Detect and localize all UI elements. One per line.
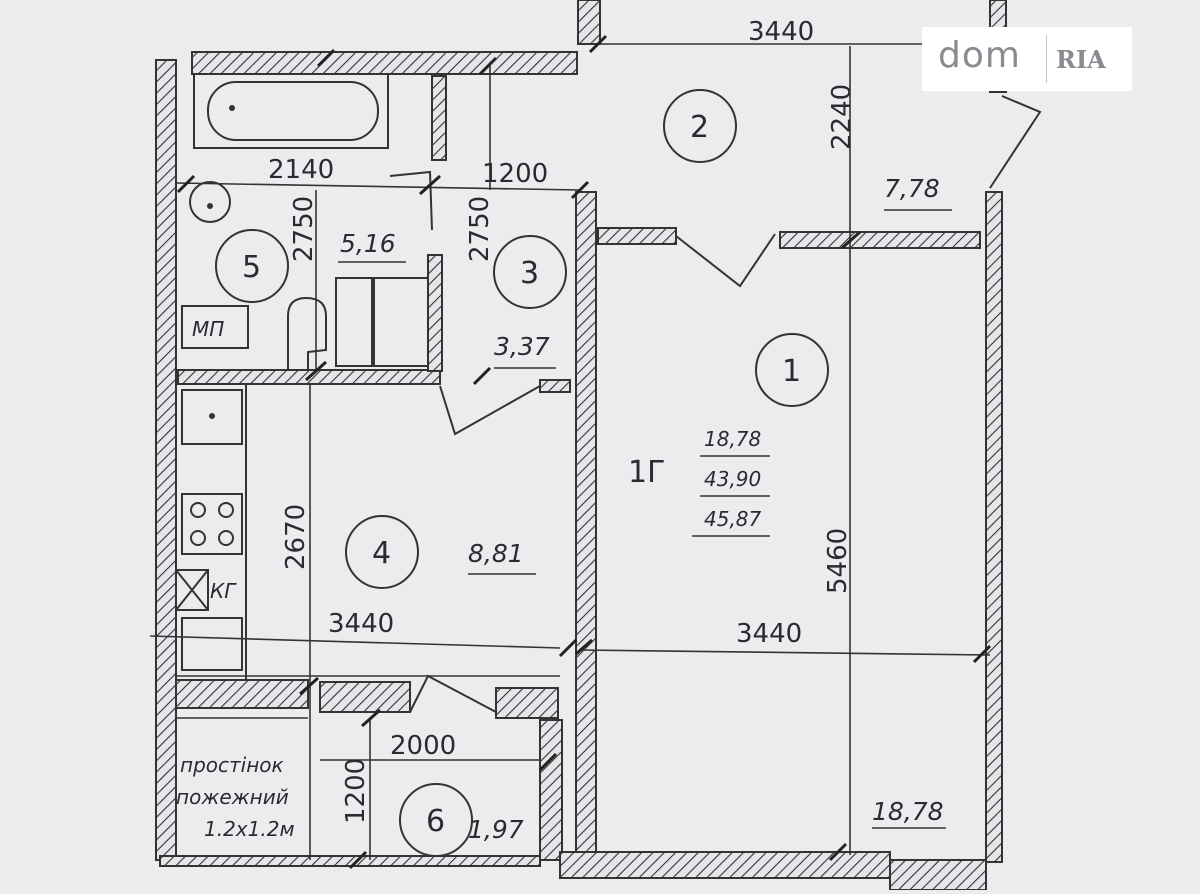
stove-burner-2 bbox=[218, 502, 234, 518]
logo-brand-left: dom bbox=[938, 35, 1021, 76]
wall-balcony-right bbox=[779, 231, 981, 249]
bathtub-frame bbox=[193, 73, 389, 149]
room-6-number: 6 bbox=[426, 804, 445, 839]
fire-wall-label-2: пожежний bbox=[176, 785, 289, 809]
room-1-area: 18,78 bbox=[872, 797, 944, 826]
sink-icon bbox=[189, 181, 231, 223]
mp-label: МП bbox=[192, 317, 224, 341]
living-area: 18,78 bbox=[704, 427, 761, 451]
room-4-number: 4 bbox=[372, 536, 391, 571]
dim-kitchen-width: 3440 bbox=[328, 609, 394, 639]
washing-machine-right bbox=[373, 277, 429, 367]
wall-bottom-right bbox=[889, 859, 987, 891]
kitchen-counter bbox=[175, 383, 247, 681]
room-6-area: 1,97 bbox=[468, 815, 524, 844]
domria-logo: dom RIA bbox=[922, 27, 1132, 91]
apartment-code: 1Г bbox=[628, 455, 665, 490]
walls bbox=[155, 0, 1007, 891]
useful-area: 43,90 bbox=[704, 467, 761, 491]
room-3-area: 3,37 bbox=[494, 332, 550, 361]
wall-hall-door-left bbox=[319, 681, 411, 713]
fixtures bbox=[175, 73, 429, 681]
room-3-number: 3 bbox=[520, 256, 539, 291]
dimension-ticks bbox=[176, 34, 992, 870]
bathtub-basin bbox=[207, 81, 379, 141]
doors bbox=[389, 95, 1042, 713]
room-2-circle bbox=[663, 89, 737, 163]
wall-top-stub bbox=[577, 0, 601, 45]
mp-box bbox=[181, 305, 249, 349]
hall-door bbox=[409, 674, 497, 713]
wall-vestibule-right bbox=[539, 719, 563, 861]
dimension-labels: 3440 2240 2140 1200 2750 2750 2670 3440 … bbox=[268, 17, 857, 824]
wall-left-outer bbox=[155, 59, 177, 861]
toilet-icon bbox=[287, 296, 327, 370]
kitchen-sink-icon bbox=[181, 389, 243, 445]
wall-top-bath bbox=[191, 51, 578, 75]
dim-kitchen-height: 2670 bbox=[281, 504, 311, 570]
room-markers bbox=[215, 89, 829, 857]
wall-balcony-left bbox=[597, 227, 677, 245]
room-5-number: 5 bbox=[242, 250, 261, 285]
wall-closet-left bbox=[427, 254, 443, 372]
wall-right-outer bbox=[985, 191, 1003, 863]
room-4-area: 8,81 bbox=[468, 539, 524, 568]
dim-room-width: 3440 bbox=[736, 619, 802, 649]
dim-balcony-depth: 2240 bbox=[827, 84, 857, 150]
dim-room-height: 5460 bbox=[823, 528, 853, 594]
room-1-circle bbox=[755, 333, 829, 407]
washing-machine-left bbox=[335, 277, 373, 367]
dim-vestibule-height: 1200 bbox=[341, 758, 371, 824]
stove-icon bbox=[181, 493, 243, 555]
dim-hall-width: 2000 bbox=[390, 731, 456, 761]
wall-bottom-left bbox=[159, 855, 541, 867]
fire-wall-label-1: простінок bbox=[180, 753, 284, 777]
dim-bath-height: 2750 bbox=[289, 196, 319, 262]
dim-bath-width: 2140 bbox=[268, 155, 334, 185]
wall-kitchen-bottom bbox=[175, 679, 309, 709]
kg-label: КГ bbox=[210, 579, 237, 603]
gas-boiler-cross-icon bbox=[175, 569, 209, 611]
dim-corridor-width: 1200 bbox=[482, 159, 548, 189]
stove-burner-1 bbox=[190, 502, 206, 518]
fridge-icon bbox=[181, 617, 243, 671]
room-5-area: 5,16 bbox=[340, 229, 396, 258]
room-labels: 1 2 3 4 5 6 18,78 7,78 3,37 8,81 5,16 1,… bbox=[176, 110, 952, 844]
room-2-area: 7,78 bbox=[884, 174, 940, 203]
logo-brand-right: RIA bbox=[1056, 45, 1106, 74]
room-4-circle bbox=[345, 515, 419, 589]
stove-burner-3 bbox=[190, 530, 206, 546]
sink-drain-icon bbox=[207, 203, 213, 209]
room-5-circle bbox=[215, 229, 289, 303]
wall-hall-door-right bbox=[495, 687, 559, 719]
wall-center-vertical bbox=[575, 191, 597, 861]
dim-closet-height: 2750 bbox=[465, 196, 495, 262]
room-1-number: 1 bbox=[782, 354, 801, 389]
wall-bottom-room bbox=[559, 851, 891, 879]
room-3-circle bbox=[493, 235, 567, 309]
entry-swing-door bbox=[989, 95, 1042, 189]
room-6-circle bbox=[399, 783, 473, 857]
bath-door bbox=[389, 170, 433, 231]
fire-wall-label-3: 1.2х1.2м bbox=[204, 817, 295, 841]
gas-boiler-box bbox=[175, 569, 209, 611]
partition-lines bbox=[149, 43, 991, 860]
dim-top-balcony-width: 3440 bbox=[748, 17, 814, 47]
closet-door bbox=[439, 385, 541, 436]
wall-bath-partition bbox=[431, 75, 447, 161]
bathtub-drain-icon bbox=[229, 105, 235, 111]
wall-closet-bottom-stub bbox=[539, 379, 571, 393]
kitchen-sink-drain-icon bbox=[209, 413, 215, 419]
room-2-number: 2 bbox=[690, 110, 709, 145]
logo-separator bbox=[1046, 35, 1047, 83]
total-area: 45,87 bbox=[704, 507, 762, 531]
balcony-door bbox=[675, 233, 776, 288]
stove-burner-4 bbox=[218, 530, 234, 546]
